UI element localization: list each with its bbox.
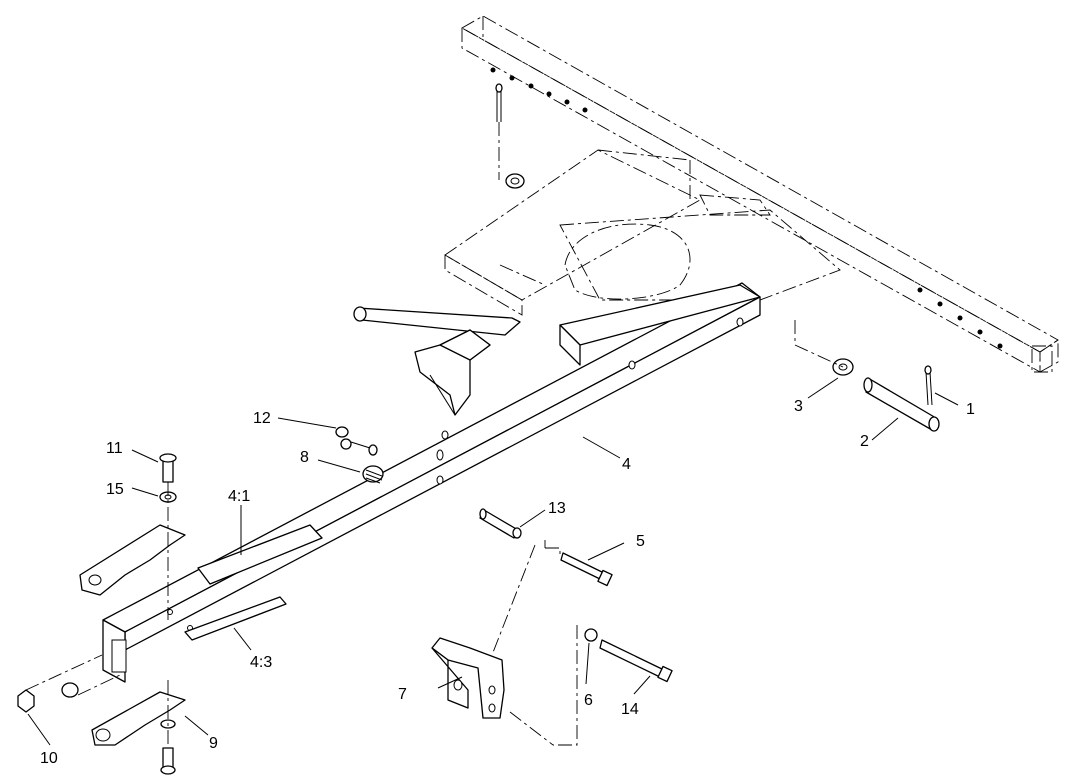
callout-14: 14 [621, 701, 639, 718]
lower-clamp-plate [17, 654, 186, 775]
callout-6: 6 [584, 692, 593, 709]
callout-9: 9 [209, 735, 218, 752]
callout-4-1: 4:1 [228, 488, 250, 505]
decal-4-3 [184, 596, 287, 641]
spring-and-nut [335, 426, 384, 484]
callout-4-3: 4:3 [250, 654, 272, 671]
callout-8: 8 [300, 449, 309, 466]
callout-15: 15 [106, 481, 124, 498]
leader-lines [27, 377, 959, 746]
bracket [431, 637, 505, 719]
frame-holes [490, 67, 1003, 349]
main-tube [102, 282, 761, 683]
callout-7: 7 [398, 686, 407, 703]
upper-pin-and-washer [495, 83, 525, 189]
callout-3: 3 [794, 398, 803, 415]
cross-frame [461, 15, 1059, 373]
pivot-plate-assembly [444, 149, 841, 316]
callout-5: 5 [636, 533, 645, 550]
upper-clamp-plate [79, 453, 186, 620]
hitch-pin-group [794, 320, 940, 432]
callout-2: 2 [860, 433, 869, 450]
lever-handle [353, 306, 521, 416]
decal-4-1 [197, 524, 323, 585]
callout-11: 11 [106, 440, 123, 457]
callout-13: 13 [548, 500, 566, 517]
callout-12: 12 [253, 410, 271, 427]
bracket-hardware [479, 508, 673, 746]
callout-labels: 1 2 3 4 4:1 4:3 5 6 7 8 9 10 11 12 13 14… [40, 398, 975, 767]
callout-10: 10 [40, 750, 58, 767]
callout-4: 4 [622, 456, 631, 473]
callout-1: 1 [966, 401, 975, 418]
